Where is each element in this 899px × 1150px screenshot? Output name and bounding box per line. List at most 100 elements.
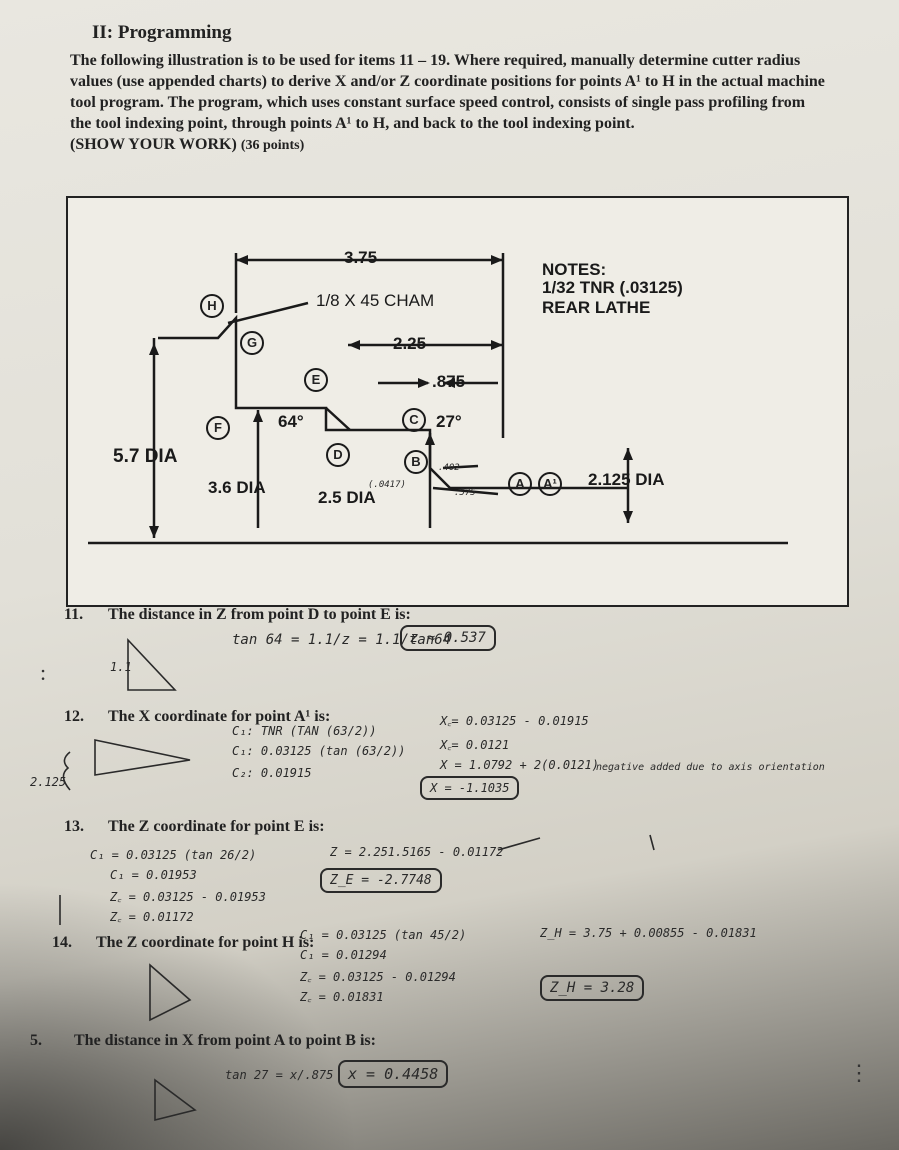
- dia-36-label: 3.6 DIA: [208, 478, 266, 497]
- hw-q12-c3: C₂: 0.01915: [232, 766, 312, 780]
- hw-q15-work: tan 27 = x/.875: [225, 1068, 334, 1082]
- hw-q12-x1: X = 1.0792 + 2(0.0121): [440, 758, 599, 772]
- question-number: 5.: [30, 1032, 42, 1049]
- intro-paragraph: The following illustration is to be used…: [70, 50, 830, 156]
- hw-q11-answer: z ≈ 0.537: [400, 625, 496, 651]
- hw-q14-zh: Z_H = 3.75 + 0.00855 - 0.01831: [540, 926, 757, 940]
- arrowhead: [418, 378, 430, 388]
- question-text: The distance in Z from point D to point …: [108, 606, 411, 623]
- hw-mark: [649, 834, 655, 851]
- hw-q12-c2: C₁: 0.03125 (tan (63/2)): [232, 744, 406, 758]
- question-text: The X coordinate for point A¹ is:: [108, 708, 331, 725]
- hw-q13-z: Z = 2.251.5165 - 0.01172: [330, 845, 504, 859]
- triangle-sketch-12: [94, 739, 191, 776]
- section-title: II: Programming: [92, 22, 232, 43]
- question-15: 5. The distance in X from point A to poin…: [30, 1032, 376, 1050]
- arrowhead: [253, 410, 263, 422]
- hw-q12-xc1: X꜀= 0.03125 - 0.01915: [440, 714, 589, 728]
- point-e: E: [304, 368, 328, 392]
- intro-text: The following illustration is to be used…: [70, 52, 825, 132]
- hw-q11-side: 1.1: [110, 660, 132, 674]
- hw-q13-zc: Z꜀ = 0.03125 - 0.01953: [110, 890, 266, 904]
- hw-q13-zc2: Z꜀ = 0.01172: [110, 910, 194, 924]
- points-label: (36 points): [240, 138, 305, 153]
- question-number: 14.: [52, 934, 72, 951]
- hw-note: .575: [454, 488, 476, 498]
- notes-line1: 1/32 TNR (.03125): [542, 278, 683, 297]
- arrowhead: [149, 526, 159, 538]
- question-number: 11.: [64, 606, 84, 623]
- question-11: 11. The distance in Z from point D to poi…: [64, 606, 411, 624]
- hw-q12-c1: C₁: TNR (TAN (63/2)): [232, 724, 377, 738]
- point-a: A: [508, 472, 532, 496]
- dia-2125-label: 2.125 DIA: [588, 470, 665, 489]
- question-number: 12.: [64, 708, 84, 725]
- hw-q12-label: 2.125: [30, 775, 67, 789]
- point-d: D: [326, 443, 350, 467]
- arrowhead: [491, 255, 503, 265]
- dia-25-label: 2.5 DIA: [318, 488, 376, 507]
- question-text: The Z coordinate for point H is:: [96, 934, 315, 951]
- angle-27-label: 27°: [436, 412, 462, 431]
- triangle-sketch-14: [149, 963, 192, 1022]
- hw-q14-zc: Z꜀ = 0.03125 - 0.01294: [300, 970, 456, 984]
- point-a1: A¹: [538, 472, 562, 496]
- dim-375-label: 3.75: [344, 248, 378, 267]
- hw-q13-c1: C₁ = 0.03125 (tan 26/2): [90, 848, 257, 862]
- point-f: F: [206, 416, 230, 440]
- arrowhead: [623, 448, 633, 460]
- question-12: 12. The X coordinate for point A¹ is:: [64, 708, 330, 726]
- margin-mark: ⋮: [848, 1060, 870, 1085]
- hw-q14-c1: C₁ = 0.03125 (tan 45/2): [300, 928, 467, 942]
- hw-q15-answer: x = 0.4458: [338, 1060, 449, 1088]
- arrowhead: [236, 255, 248, 265]
- question-text: The Z coordinate for point E is:: [108, 818, 325, 835]
- question-13: 13. The Z coordinate for point E is:: [64, 818, 325, 836]
- question-text: The distance in X from point A to point …: [74, 1032, 376, 1049]
- part-profile-svg: [88, 253, 788, 545]
- hw-q12-xc2: X꜀= 0.0121: [440, 738, 510, 752]
- arrowhead: [149, 343, 159, 355]
- triangle-sketch-11: [127, 637, 177, 691]
- hw-q13-c2: C₁ = 0.01953: [110, 868, 197, 882]
- point-h: H: [200, 294, 224, 318]
- brace: [62, 751, 71, 791]
- dim-225-label: 2.25: [393, 334, 427, 353]
- angle-64-label: 64°: [278, 412, 304, 431]
- hw-q12-note: negative added due to axis orientation: [596, 762, 825, 773]
- point-c: C: [402, 408, 426, 432]
- arrowhead: [443, 378, 455, 388]
- hw-note: .402: [438, 463, 460, 473]
- hw-q13-answer: Z_E = -2.7748: [320, 868, 442, 893]
- question-number: 13.: [64, 818, 84, 835]
- dia-57-label: 5.7 DIA: [113, 446, 178, 467]
- point-b: B: [404, 450, 428, 474]
- slope-line: [325, 407, 351, 431]
- chamfer-leader: [227, 301, 309, 325]
- hw-mark: [497, 837, 541, 851]
- notes-line2: REAR LATHE: [542, 298, 651, 317]
- hw-q14-c2: C₁ = 0.01294: [300, 948, 387, 962]
- profile-outline: [158, 314, 628, 490]
- hw-mark: [432, 486, 499, 496]
- hw-mark: [442, 464, 479, 470]
- arrowhead: [348, 340, 360, 350]
- notes-title: NOTES:: [542, 260, 607, 279]
- question-14: 14. The Z coordinate for point H is:: [52, 934, 314, 952]
- hw-q12-answer: X = -1.1035: [420, 776, 520, 800]
- point-g: G: [240, 331, 264, 355]
- hw-q14-zc2: Z꜀ = 0.01831: [300, 990, 384, 1004]
- arrowhead: [623, 511, 633, 523]
- margin-mark: :: [40, 660, 47, 685]
- technical-drawing: 3.75 1/8 X 45 CHAM 2.25 .875 64° 27° 5.7…: [66, 196, 849, 607]
- arrowhead: [491, 340, 503, 350]
- hw-q11-work: tan 64 = 1.1/z = 1.1/tan64: [232, 632, 452, 648]
- arrowhead: [425, 433, 435, 445]
- hw-q14-answer: Z_H = 3.28: [540, 975, 645, 1001]
- dim-875-label: .875: [432, 372, 466, 391]
- triangle-sketch-15: [154, 1078, 197, 1122]
- show-work: (SHOW YOUR WORK): [70, 136, 237, 153]
- chamfer-label: 1/8 X 45 CHAM: [316, 291, 435, 310]
- hw-note: (.0417): [368, 480, 406, 490]
